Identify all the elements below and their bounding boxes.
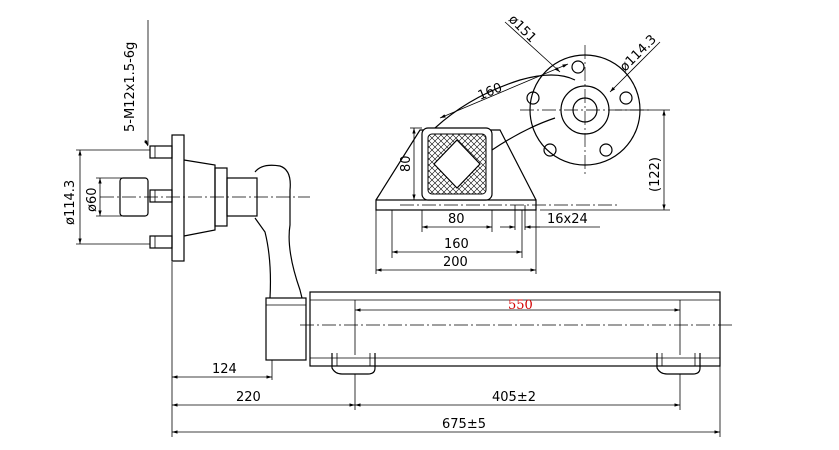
dim-550-label: 550: [508, 298, 533, 313]
hub-dimensions: 5-M12x1.5-6g ø114.3 ø60: [63, 20, 150, 245]
pcd-right-label: ø114.3: [617, 32, 660, 75]
dim-405-label: 405±2: [492, 390, 536, 405]
dim-675-label: 675±5: [442, 417, 486, 432]
thread-label: 5-M12x1.5-6g: [123, 42, 138, 132]
arm-160-label: 160: [476, 81, 505, 104]
dim-124-label: 124: [212, 362, 237, 377]
bracket-80h-label: 80: [448, 212, 465, 227]
hub-elevation: [100, 134, 310, 361]
bracket-160-label: 160: [444, 237, 469, 252]
bore-left-label: ø60: [85, 188, 100, 213]
dim-220-label: 220: [236, 390, 261, 405]
axle-tube: 550: [300, 291, 735, 375]
slot-label: 16x24: [547, 212, 588, 227]
bracket-200-label: 200: [443, 255, 468, 270]
bottom-dimensions: 124 220 405±2 675±5: [171, 262, 721, 437]
side-view: [375, 45, 650, 211]
side-dimensions: ø151 ø114.3 160 (122) 80 80 16x24 160: [375, 12, 670, 274]
flange-dia-label: ø151: [505, 12, 539, 46]
height-122-label: (122): [648, 157, 663, 192]
bracket-80v-label: 80: [399, 155, 414, 172]
pcd-left-label: ø114.3: [63, 180, 78, 225]
